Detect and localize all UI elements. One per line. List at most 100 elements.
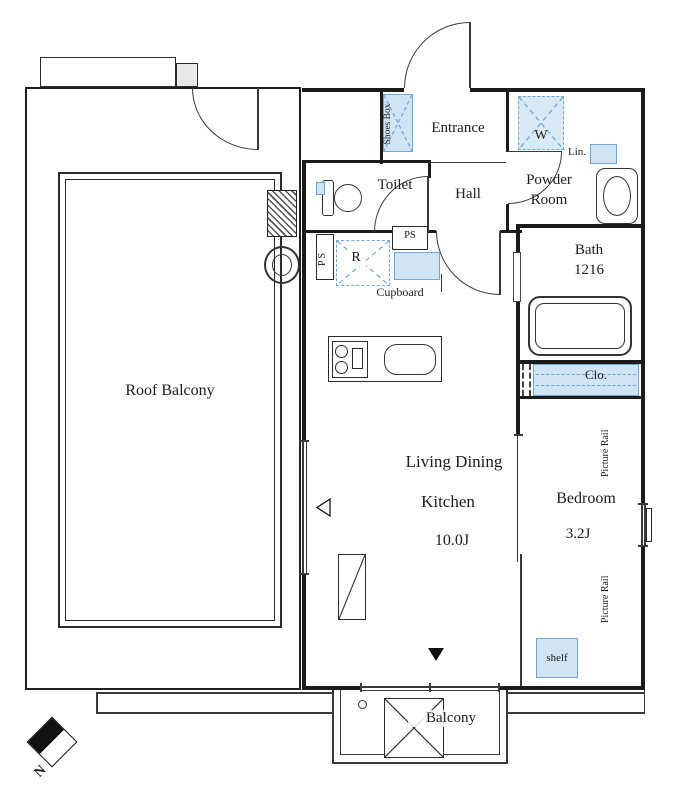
terrace-line bbox=[96, 692, 98, 713]
closet-label: Clo. bbox=[584, 367, 608, 382]
ldk-door-leaf bbox=[499, 231, 501, 295]
window bbox=[305, 441, 307, 574]
wall bbox=[302, 574, 306, 690]
wall bbox=[302, 686, 360, 690]
arrow-down-icon bbox=[428, 648, 444, 661]
ldk-door-arc bbox=[436, 231, 500, 295]
cross-icon bbox=[336, 240, 390, 286]
picture-rail-label: Picture Rail bbox=[600, 575, 611, 623]
ldk-size-label: 10.0J bbox=[434, 532, 470, 549]
window bbox=[641, 504, 643, 546]
window-tick bbox=[429, 683, 431, 692]
wash-basin-bowl-icon bbox=[603, 176, 631, 216]
wall bbox=[516, 224, 645, 228]
compass-icon bbox=[26, 716, 78, 768]
wall bbox=[641, 88, 645, 504]
linen-box bbox=[590, 144, 617, 164]
cross-icon bbox=[384, 698, 444, 758]
wall bbox=[380, 88, 383, 164]
balcony-rail-inner bbox=[340, 690, 342, 755]
balcony-rail bbox=[332, 690, 334, 764]
wall bbox=[470, 88, 645, 92]
cross-icon bbox=[383, 94, 413, 152]
bath-door bbox=[513, 252, 521, 302]
washer-space bbox=[518, 96, 564, 150]
picture-rail-label: Picture Rail bbox=[600, 429, 611, 477]
window-tick bbox=[638, 503, 648, 505]
fridge-space bbox=[336, 240, 390, 286]
parapet-box bbox=[176, 63, 198, 87]
wash-basin-icon bbox=[596, 168, 638, 224]
toilet-tank-icon bbox=[322, 180, 334, 216]
bedroom-label: Bedroom bbox=[556, 490, 616, 507]
cupboard bbox=[394, 252, 440, 280]
wall bbox=[500, 686, 645, 690]
window bbox=[302, 441, 304, 574]
terrace-line bbox=[120, 692, 332, 694]
balcony-rail bbox=[332, 762, 508, 764]
wall bbox=[428, 160, 431, 178]
pipe-space-left bbox=[316, 234, 334, 280]
bathtub-icon bbox=[528, 296, 632, 356]
arrow-left-icon bbox=[316, 498, 331, 517]
cross-icon bbox=[518, 96, 564, 150]
pipe-space-top-label: PS bbox=[404, 230, 416, 241]
closet-folding-door bbox=[522, 364, 531, 396]
washer-label: W bbox=[534, 128, 548, 143]
roof-balcony-label: Roof Balcony bbox=[125, 382, 215, 399]
ldk-label-2: Kitchen bbox=[421, 492, 475, 511]
balcony-rail bbox=[506, 690, 508, 764]
window-tick bbox=[360, 683, 362, 692]
entrance-door-leaf bbox=[469, 22, 471, 88]
closet-dash-line bbox=[536, 385, 636, 386]
cupboard-label: Cupboard bbox=[376, 285, 424, 299]
window-tick bbox=[299, 440, 309, 442]
balcony-hatch bbox=[384, 698, 444, 758]
wall bbox=[516, 360, 645, 364]
bedroom-size-label: 3.2J bbox=[565, 526, 591, 542]
terrace-line bbox=[96, 692, 121, 694]
wall bbox=[516, 300, 520, 436]
pipe-space-left-label: PS bbox=[317, 250, 328, 266]
wall bbox=[520, 396, 645, 399]
linen-label: Lin. bbox=[567, 146, 586, 158]
wall bbox=[302, 88, 404, 92]
powder-room-label-2: Room bbox=[530, 192, 568, 208]
shaft bbox=[338, 554, 366, 620]
balcony-label: Balcony bbox=[408, 710, 494, 728]
water-heater-inner-icon bbox=[272, 254, 292, 276]
wall bbox=[304, 230, 436, 233]
sliding-door-line bbox=[520, 554, 522, 686]
ldk-label-1: Living Dining bbox=[405, 452, 503, 471]
closet-dash-line bbox=[536, 374, 636, 375]
wall bbox=[304, 160, 430, 163]
outdoor-unit-icon bbox=[267, 190, 297, 237]
toilet-counter bbox=[316, 182, 325, 195]
left-block-outline bbox=[25, 87, 301, 690]
fridge-label: R bbox=[346, 250, 366, 267]
entrance-step-line bbox=[428, 162, 506, 164]
wall bbox=[641, 546, 645, 690]
parapet-top bbox=[40, 57, 176, 87]
window bbox=[644, 504, 646, 546]
burner-icon bbox=[335, 345, 348, 358]
terrace-line bbox=[643, 690, 645, 714]
shelf-label: shelf bbox=[546, 652, 568, 664]
closet bbox=[533, 364, 639, 396]
grill-icon bbox=[352, 348, 363, 369]
pipe-space-top bbox=[392, 226, 428, 250]
window-tick bbox=[299, 573, 309, 575]
burner-icon bbox=[335, 361, 348, 374]
toilet-door-leaf bbox=[427, 176, 429, 232]
roof-balcony-rail-inner bbox=[65, 179, 275, 621]
sliding-door-tick bbox=[514, 434, 523, 436]
balcony-rail-inner bbox=[499, 690, 501, 755]
window-shutter-box bbox=[646, 508, 652, 542]
sliding-door-line bbox=[516, 436, 518, 562]
toilet-label: Toilet bbox=[377, 177, 413, 193]
wall bbox=[506, 204, 509, 232]
toilet-bowl-icon bbox=[334, 184, 362, 212]
bathtub-inner-icon bbox=[535, 303, 625, 349]
shoes-box bbox=[383, 94, 413, 152]
